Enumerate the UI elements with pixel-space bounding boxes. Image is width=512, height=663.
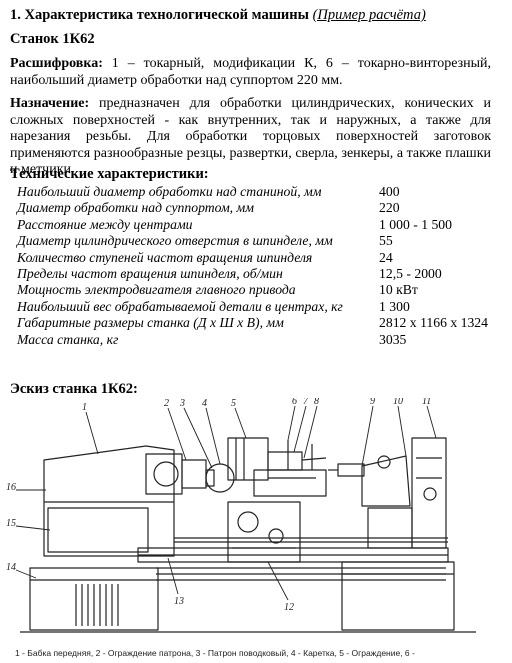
spec-name: Диаметр обработки над суппортом, мм: [17, 200, 254, 216]
spec-name: Габаритные размеры станка (Д х Ш х В), м…: [17, 315, 284, 331]
callout-5: 5: [231, 398, 236, 409]
purpose-label: Назначение:: [10, 96, 90, 111]
callout-11: 11: [422, 398, 431, 407]
purpose-text: предназначен для обработки цилиндрически…: [10, 96, 491, 177]
headstock: [43, 445, 175, 557]
callout-12: 12: [284, 602, 294, 613]
decoding-label: Расшифровка:: [10, 56, 103, 71]
spec-name: Количество ступеней частот вращения шпин…: [17, 249, 313, 265]
spec-value: 2812 х 1166 х 1324: [379, 315, 488, 331]
lathe-sketch: 1 2 3 4 5 6 7 8 9 10 11 12 13 14 15 16: [6, 398, 476, 633]
spec-row: Расстояние между центрами 1 000 - 1 500: [17, 217, 497, 233]
chuck-guard: [227, 437, 269, 481]
decoding-text: 1 – токарный, модификации К, 6 – токарно…: [10, 56, 491, 88]
spec-name: Наибольший диаметр обработки над станино…: [17, 184, 322, 199]
callout-15: 15: [6, 518, 16, 529]
spec-name: Диаметр цилиндрического отверстия в шпин…: [17, 233, 333, 249]
spec-row: Мощность электродвигателя главного приво…: [17, 282, 497, 298]
spec-name: Пределы частот вращения шпинделя, об/мин: [17, 265, 283, 281]
callout-6: 6: [292, 398, 297, 407]
callout-13: 13: [174, 596, 184, 607]
spec-value: 12,5 - 2000: [379, 265, 442, 281]
spec-row: Масса станка, кг 3035: [17, 332, 497, 348]
figure-caption: 1 - Бабка передняя, 2 - Ограждение патро…: [15, 648, 415, 658]
callout-1: 1: [82, 402, 87, 413]
carriage: [253, 469, 327, 497]
apron: [227, 501, 301, 563]
callout-10: 10: [393, 398, 403, 407]
spec-row: Диаметр обработки над суппортом, мм 220: [17, 200, 497, 216]
chuck: [205, 463, 235, 493]
example-link[interactable]: (Пример расчёта): [312, 7, 426, 23]
spec-value: 220: [379, 200, 400, 216]
spec-row: Наибольший вес обрабатываемой детали в ц…: [17, 299, 497, 315]
spec-row: Габаритные размеры станка (Д х Ш х В), м…: [17, 315, 497, 331]
spec-value: 400: [379, 184, 400, 199]
callout-4: 4: [202, 398, 207, 409]
sketch-heading: Эскиз станка 1К62:: [10, 381, 138, 397]
spec-value: 10 кВт: [379, 282, 418, 298]
spec-row: Количество ступеней частот вращения шпин…: [17, 250, 497, 266]
purpose-paragraph: Назначение: предназначен для обработки ц…: [10, 96, 491, 179]
specs-heading: Технические характеристики:: [10, 166, 209, 182]
spec-row: Диаметр цилиндрического отверстия в шпин…: [17, 233, 497, 249]
callout-7: 7: [303, 398, 309, 407]
spec-value: 1 300: [379, 298, 410, 314]
callout-9: 9: [370, 398, 375, 407]
tailstock: [361, 455, 411, 507]
title-text: 1. Характеристика технологической машины: [10, 7, 309, 23]
callout-2: 2: [164, 398, 169, 409]
callout-3: 3: [179, 398, 185, 409]
machine-name: Станок 1К62: [10, 31, 95, 47]
spec-name: Масса станка, кг: [17, 331, 119, 347]
spec-name: Расстояние между центрами: [17, 216, 193, 232]
spec-value: 1 000 - 1 500: [379, 216, 452, 232]
callout-8: 8: [314, 398, 319, 407]
spec-row: Пределы частот вращения шпинделя, об/мин…: [17, 266, 497, 282]
decoding-paragraph: Расшифровка: 1 – токарный, модификации К…: [10, 56, 491, 89]
specs-table: Наибольший диаметр обработки над станино…: [17, 184, 497, 348]
right-end-cover: [411, 437, 447, 549]
callout-16: 16: [6, 482, 16, 493]
spec-value: 55: [379, 233, 393, 249]
spec-value: 3035: [379, 331, 407, 347]
right-pedestal: [341, 561, 455, 631]
spec-row: Наибольший диаметр обработки над станино…: [17, 184, 497, 200]
spec-name: Мощность электродвигателя главного приво…: [17, 282, 296, 298]
spec-name: Наибольший вес обрабатываемой детали в ц…: [17, 298, 343, 314]
callout-14: 14: [6, 562, 16, 573]
left-pedestal: [29, 567, 159, 631]
section-title: 1. Характеристика технологической машины…: [10, 7, 426, 24]
spec-value: 24: [379, 249, 393, 265]
